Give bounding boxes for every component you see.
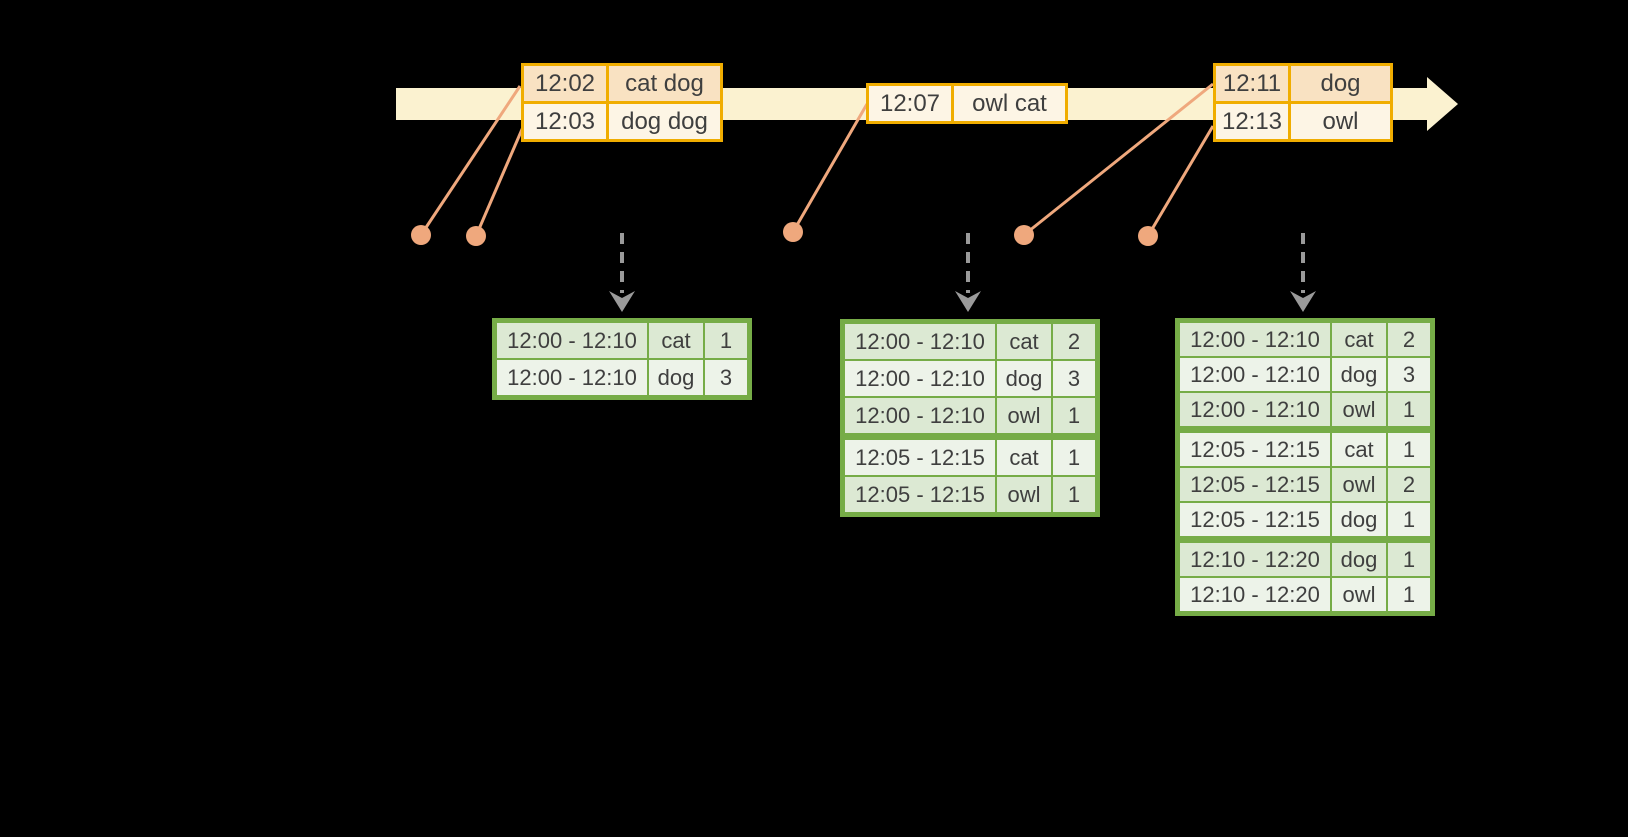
window-cell: 12:00 - 12:10 bbox=[497, 323, 647, 358]
event-time: 12:11 bbox=[1216, 66, 1288, 101]
event-dot bbox=[466, 226, 486, 246]
result-row: 12:05 - 12:15 owl 2 bbox=[1180, 468, 1430, 501]
timeline-arrowhead-icon bbox=[1427, 77, 1458, 131]
window-group-separator bbox=[1180, 538, 1430, 541]
trigger-arrowhead-icon bbox=[1290, 291, 1316, 312]
trigger-arrowhead-icon bbox=[955, 291, 981, 312]
word-cell: cat bbox=[997, 440, 1051, 475]
word-cell: dog bbox=[1332, 543, 1386, 576]
window-cell: 12:00 - 12:10 bbox=[497, 360, 647, 395]
count-cell: 1 bbox=[1053, 398, 1095, 433]
word-cell: dog bbox=[649, 360, 703, 395]
event-dot bbox=[411, 225, 431, 245]
count-cell: 1 bbox=[1388, 433, 1430, 466]
word-cell: dog bbox=[1332, 503, 1386, 536]
count-cell: 1 bbox=[1053, 477, 1095, 512]
count-cell: 2 bbox=[1053, 324, 1095, 359]
window-cell: 12:05 - 12:15 bbox=[845, 440, 995, 475]
window-cell: 12:00 - 12:10 bbox=[845, 398, 995, 433]
event-dot bbox=[1014, 225, 1034, 245]
count-cell: 2 bbox=[1388, 468, 1430, 501]
result-row: 12:00 - 12:10 dog 3 bbox=[845, 361, 1095, 396]
word-cell: dog bbox=[1332, 358, 1386, 391]
word-cell: cat bbox=[1332, 323, 1386, 356]
trigger-arrowhead-icon bbox=[609, 291, 635, 312]
result-row: 12:10 - 12:20 dog 1 bbox=[1180, 543, 1430, 576]
event-dot bbox=[1138, 226, 1158, 246]
window-cell: 12:00 - 12:10 bbox=[1180, 393, 1330, 426]
result-row: 12:05 - 12:15 dog 1 bbox=[1180, 503, 1430, 536]
event-dot bbox=[783, 222, 803, 242]
word-cell: cat bbox=[997, 324, 1051, 359]
connector-line bbox=[791, 103, 869, 233]
window-cell: 12:00 - 12:10 bbox=[845, 324, 995, 359]
count-cell: 1 bbox=[1388, 503, 1430, 536]
window-cell: 12:10 - 12:20 bbox=[1180, 543, 1330, 576]
event-time: 12:13 bbox=[1216, 104, 1288, 139]
window-cell: 12:10 - 12:20 bbox=[1180, 578, 1330, 611]
result-row: 12:00 - 12:10 dog 3 bbox=[497, 360, 747, 395]
word-cell: owl bbox=[997, 477, 1051, 512]
event-words: cat dog bbox=[609, 66, 720, 101]
result-row: 12:05 - 12:15 owl 1 bbox=[845, 477, 1095, 512]
count-cell: 1 bbox=[1388, 543, 1430, 576]
result-table-2: 12:00 - 12:10 cat 2 12:00 - 12:10 dog 3 … bbox=[840, 319, 1100, 517]
event-row: 12:13 owl bbox=[1216, 104, 1390, 139]
connector-line bbox=[419, 85, 522, 236]
count-cell: 1 bbox=[1053, 440, 1095, 475]
count-cell: 1 bbox=[1388, 393, 1430, 426]
window-cell: 12:00 - 12:10 bbox=[1180, 323, 1330, 356]
result-row: 12:10 - 12:20 owl 1 bbox=[1180, 578, 1430, 611]
connector-line bbox=[1023, 82, 1214, 237]
window-cell: 12:00 - 12:10 bbox=[1180, 358, 1330, 391]
connector-line bbox=[1146, 125, 1215, 237]
window-cell: 12:05 - 12:15 bbox=[1180, 433, 1330, 466]
count-cell: 3 bbox=[1053, 361, 1095, 396]
event-row: 12:02 cat dog bbox=[524, 66, 720, 101]
count-cell: 2 bbox=[1388, 323, 1430, 356]
event-table-2: 12:07 owl cat bbox=[866, 83, 1068, 124]
result-row: 12:05 - 12:15 cat 1 bbox=[1180, 433, 1430, 466]
result-row: 12:05 - 12:15 cat 1 bbox=[845, 440, 1095, 475]
event-row: 12:11 dog bbox=[1216, 66, 1390, 101]
word-cell: owl bbox=[1332, 393, 1386, 426]
count-cell: 1 bbox=[1388, 578, 1430, 611]
result-row: 12:00 - 12:10 cat 1 bbox=[497, 323, 747, 358]
count-cell: 1 bbox=[705, 323, 747, 358]
event-words: owl cat bbox=[954, 86, 1065, 121]
event-table-1: 12:02 cat dog 12:03 dog dog bbox=[521, 63, 723, 142]
window-group-separator bbox=[1180, 428, 1430, 431]
event-table-3: 12:11 dog 12:13 owl bbox=[1213, 63, 1393, 142]
result-row: 12:00 - 12:10 cat 2 bbox=[845, 324, 1095, 359]
result-row: 12:00 - 12:10 dog 3 bbox=[1180, 358, 1430, 391]
count-cell: 3 bbox=[1388, 358, 1430, 391]
window-group-separator bbox=[845, 435, 1095, 438]
event-time: 12:02 bbox=[524, 66, 606, 101]
window-cell: 12:00 - 12:10 bbox=[845, 361, 995, 396]
word-cell: owl bbox=[1332, 578, 1386, 611]
window-cell: 12:05 - 12:15 bbox=[845, 477, 995, 512]
result-table-3: 12:00 - 12:10 cat 2 12:00 - 12:10 dog 3 … bbox=[1175, 318, 1435, 616]
word-cell: cat bbox=[1332, 433, 1386, 466]
event-row: 12:03 dog dog bbox=[524, 104, 720, 139]
count-cell: 3 bbox=[705, 360, 747, 395]
result-row: 12:00 - 12:10 cat 2 bbox=[1180, 323, 1430, 356]
event-words: dog dog bbox=[609, 104, 720, 139]
word-cell: owl bbox=[997, 398, 1051, 433]
result-table-1: 12:00 - 12:10 cat 1 12:00 - 12:10 dog 3 bbox=[492, 318, 752, 400]
connector-line bbox=[474, 126, 525, 237]
word-cell: owl bbox=[1332, 468, 1386, 501]
event-time: 12:03 bbox=[524, 104, 606, 139]
result-row: 12:00 - 12:10 owl 1 bbox=[1180, 393, 1430, 426]
word-cell: dog bbox=[997, 361, 1051, 396]
event-time: 12:07 bbox=[869, 86, 951, 121]
event-row: 12:07 owl cat bbox=[869, 86, 1065, 121]
event-words: owl bbox=[1291, 104, 1390, 139]
window-cell: 12:05 - 12:15 bbox=[1180, 503, 1330, 536]
event-words: dog bbox=[1291, 66, 1390, 101]
word-cell: cat bbox=[649, 323, 703, 358]
result-row: 12:00 - 12:10 owl 1 bbox=[845, 398, 1095, 433]
window-cell: 12:05 - 12:15 bbox=[1180, 468, 1330, 501]
